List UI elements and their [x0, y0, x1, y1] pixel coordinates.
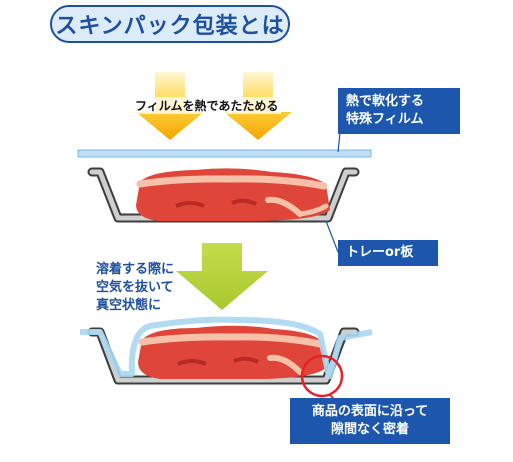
film-callout-line-2: 特殊フィルム — [346, 112, 424, 127]
page-title: スキンパック包装とは — [50, 5, 290, 43]
heat-label: フィルムを熱であたためる — [132, 97, 282, 114]
special-film — [77, 149, 372, 158]
surface-callout-line-2: 隙間なく密着 — [330, 422, 409, 437]
film-callout-leader — [337, 132, 341, 153]
process-label-line-2: 空気を抜いて — [96, 280, 174, 295]
sealed-film — [80, 316, 373, 379]
meat-top — [136, 168, 330, 221]
process-label: 溶着する際に 空気を抜いて 真空状態に — [96, 261, 174, 315]
process-arrow — [176, 243, 268, 310]
page-title-text: スキンパック包装とは — [55, 14, 285, 39]
film-callout: 熱で軟化する 特殊フィルム — [338, 88, 460, 134]
tray-callout: トレーor板 — [338, 240, 438, 266]
film-callout-line-1: 熱で軟化する — [346, 94, 425, 109]
surface-callout: 商品の表面に沿って 隙間なく密着 — [290, 398, 450, 444]
process-label-line-3: 真空状態に — [96, 298, 162, 313]
process-label-line-1: 溶着する際に — [96, 262, 175, 277]
close-fit-highlight-circle — [300, 354, 344, 398]
surface-callout-line-1: 商品の表面に沿って — [311, 404, 429, 419]
tray-callout-leader — [325, 220, 339, 253]
meat-bottom — [138, 325, 326, 379]
tray-callout-text: トレーor板 — [346, 245, 414, 260]
